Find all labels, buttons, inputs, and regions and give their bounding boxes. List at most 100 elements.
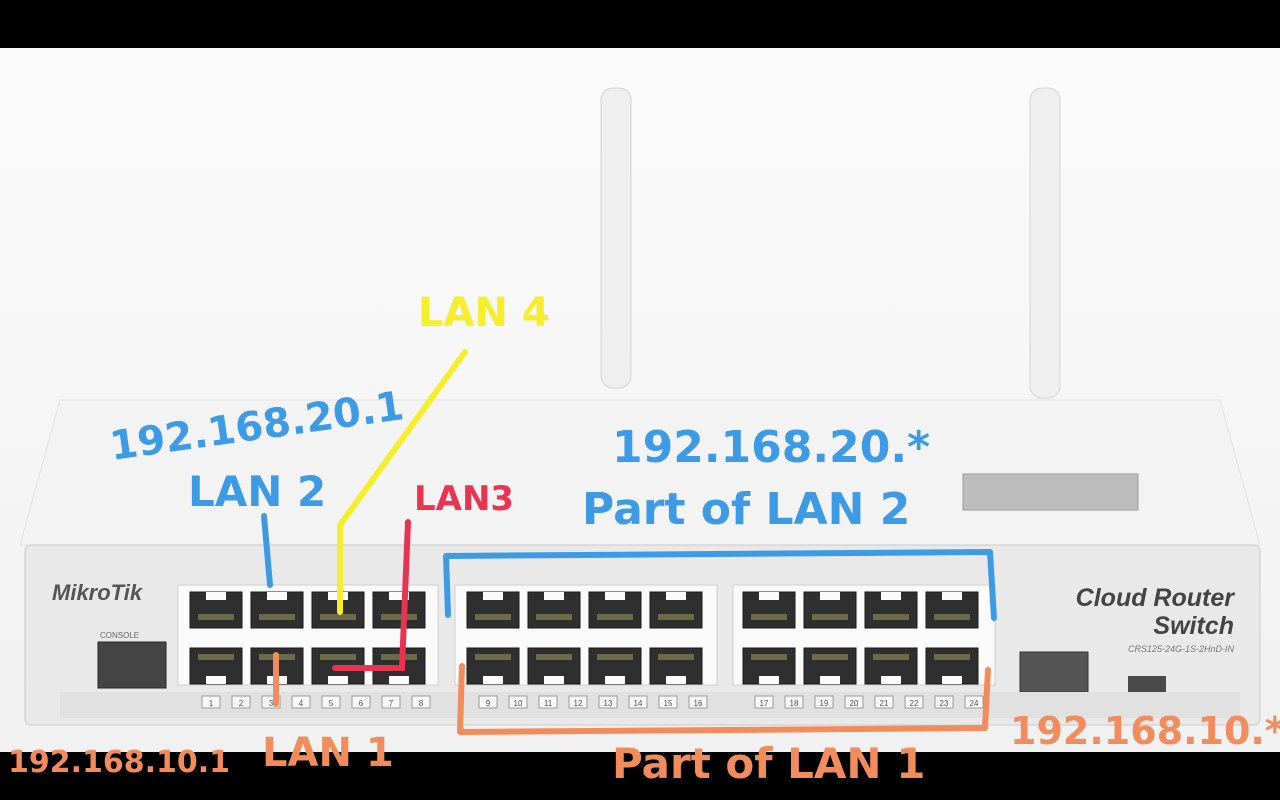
console-port — [97, 641, 167, 689]
part-of-lan1-label: Part of LAN 1 — [612, 739, 925, 788]
port-number-box — [568, 695, 588, 709]
port-number: 13 — [604, 699, 613, 708]
lan1-ip-label: 192.168.10.1 — [8, 745, 230, 780]
port-number: 2 — [239, 699, 244, 708]
console-label: CONSOLE — [100, 631, 139, 640]
router-top-cover — [19, 399, 1261, 546]
port-number: 20 — [850, 699, 859, 708]
lan3-label: LAN3 — [414, 479, 514, 519]
port-number: 17 — [760, 699, 769, 708]
ethernet-port — [250, 591, 304, 629]
port-number: 15 — [664, 699, 673, 708]
lan4-pointer-line — [337, 349, 468, 615]
ethernet-port — [466, 647, 520, 685]
port-number: 19 — [820, 699, 829, 708]
lan3-pointer-line — [332, 519, 411, 671]
ethernet-port — [527, 647, 581, 685]
lan1-range-ip-label: 192.168.10.* — [1010, 709, 1280, 753]
model-label: CRS125-24G-1S-2HnD-IN — [1128, 644, 1235, 654]
ethernet-port — [189, 591, 243, 629]
ethernet-port — [864, 647, 918, 685]
ethernet-port — [925, 591, 979, 629]
port-number: 1 — [209, 699, 214, 708]
ethernet-port — [189, 647, 243, 685]
port-number: 9 — [486, 699, 491, 708]
port-number-box — [874, 695, 894, 709]
ethernet-port — [803, 591, 857, 629]
port-number-box — [934, 695, 954, 709]
port-number-box — [598, 695, 618, 709]
lan1-label: LAN 1 — [262, 730, 394, 776]
port-number-box — [904, 695, 924, 709]
sfp-port — [1019, 651, 1089, 693]
port-number-box — [628, 695, 648, 709]
port-number: 3 — [269, 699, 274, 708]
port-number: 8 — [419, 699, 424, 708]
port-number-box — [291, 695, 311, 709]
port-number: 22 — [910, 699, 919, 708]
led-strip — [60, 692, 1240, 718]
port-number-box — [381, 695, 401, 709]
brand-logo: MikroTik — [52, 580, 144, 605]
lan2-label: LAN 2 — [188, 467, 326, 516]
lan4-label: LAN 4 — [418, 290, 550, 336]
port-number-box — [508, 695, 528, 709]
port-number-box — [844, 695, 864, 709]
lan1-ports-bracket — [457, 663, 991, 735]
port-number: 10 — [514, 699, 523, 708]
ethernet-port — [742, 647, 796, 685]
port-number: 23 — [940, 699, 949, 708]
port-number: 18 — [790, 699, 799, 708]
lan2-ports-bracket — [443, 549, 997, 621]
ethernet-port — [742, 591, 796, 629]
ethernet-port — [864, 591, 918, 629]
port-number-box — [538, 695, 558, 709]
port-number: 6 — [359, 699, 364, 708]
ethernet-port — [527, 591, 581, 629]
ethernet-port — [466, 591, 520, 629]
port-number: 21 — [880, 699, 889, 708]
port-number-box — [231, 695, 251, 709]
ethernet-ports — [189, 591, 979, 685]
antenna-right — [1029, 87, 1061, 399]
port-number-box — [411, 695, 431, 709]
port-number: 12 — [574, 699, 583, 708]
port-number-box — [351, 695, 371, 709]
lan2-range-ip-label: 192.168.20.* — [612, 422, 930, 473]
ethernet-port — [372, 591, 426, 629]
port-number: 5 — [329, 699, 334, 708]
port-number: 7 — [389, 699, 394, 708]
ethernet-port — [588, 591, 642, 629]
port-number-box — [784, 695, 804, 709]
lcd-screen — [962, 473, 1139, 511]
ethernet-port — [925, 647, 979, 685]
product-name-line1: Cloud Router — [1076, 584, 1236, 612]
lan2-ip-label: 192.168.20.1 — [107, 383, 407, 470]
antenna-left — [600, 87, 632, 389]
ethernet-port — [803, 647, 857, 685]
port-number: 24 — [970, 699, 979, 708]
part-of-lan2-label: Part of LAN 2 — [582, 484, 910, 535]
ethernet-port — [649, 647, 703, 685]
usb-port — [1128, 676, 1166, 694]
port-number-box — [478, 695, 498, 709]
port-number-box — [658, 695, 678, 709]
port-number-box — [688, 695, 708, 709]
port-number: 16 — [694, 699, 703, 708]
ethernet-port — [649, 591, 703, 629]
product-name-line2: Switch — [1153, 612, 1234, 640]
ethernet-port — [588, 647, 642, 685]
port-number: 11 — [544, 699, 553, 708]
port-number-box — [201, 695, 221, 709]
port-number-box — [754, 695, 774, 709]
port-number: 4 — [299, 699, 304, 708]
port-number-box — [321, 695, 341, 709]
port-number-box — [964, 695, 984, 709]
port-number: 14 — [634, 699, 643, 708]
lan2-pointer-line — [261, 513, 273, 588]
port-number-box — [814, 695, 834, 709]
